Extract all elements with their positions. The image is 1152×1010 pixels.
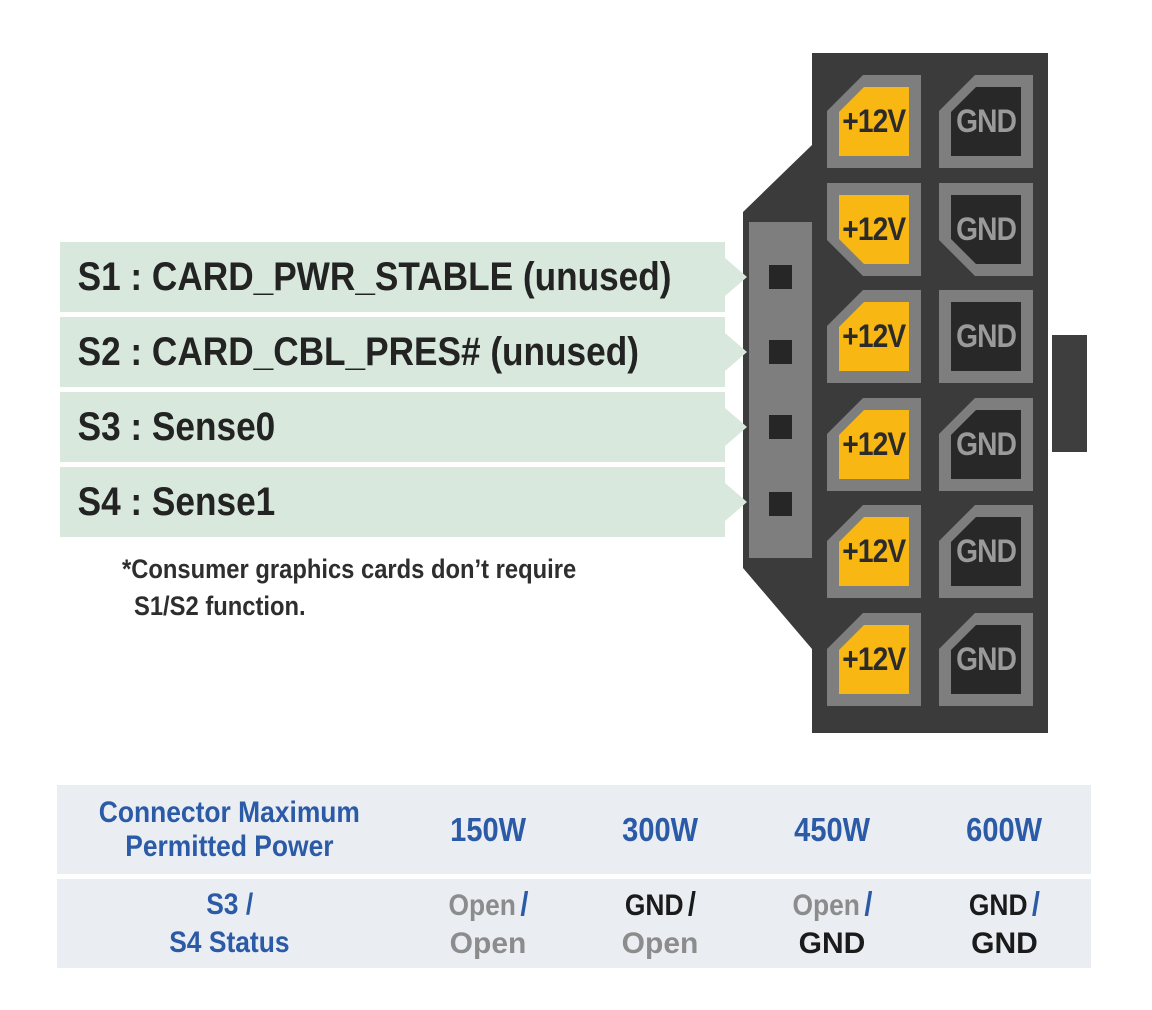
pin-r4-12v: +12V xyxy=(827,398,921,491)
pin-label: +12V xyxy=(842,103,906,139)
pin-label: GND xyxy=(956,103,1017,139)
pin-label: GND xyxy=(956,641,1017,677)
pin-cavity: +12V xyxy=(827,505,921,598)
power-table-status-row: S3 / S4 Status Open/ Open GND/ Open Open… xyxy=(57,879,1091,968)
pin-label: GND xyxy=(956,211,1016,247)
status-label-line1: S3 / xyxy=(206,887,253,921)
header-connector-max-power: Connector Maximum Permitted Power xyxy=(57,796,402,864)
pin-cavity: +12V xyxy=(827,290,921,383)
header-300w: 300W xyxy=(622,810,698,848)
pin-r5-12v: +12V xyxy=(827,505,921,598)
status-cell-450w: Open/ GND xyxy=(792,884,872,960)
pin-r3-12v: +12V xyxy=(827,290,921,383)
pin-label: GND xyxy=(956,533,1017,569)
pin-label: GND xyxy=(956,318,1017,354)
sense-label-s1: S1 : CARD_PWR_STABLE (unused) xyxy=(60,242,747,312)
sense-pin-s1 xyxy=(769,265,792,289)
sense-pin-s3 xyxy=(769,415,792,439)
pin-cavity: GND xyxy=(939,398,1033,491)
pin-r6-gnd: GND xyxy=(939,613,1033,706)
pin-label: +12V xyxy=(842,641,906,677)
pin-label: +12V xyxy=(842,533,906,569)
sense-label-s3: S3 : Sense0 xyxy=(60,392,747,462)
pin-r2-gnd: GND xyxy=(939,183,1033,276)
pin-cavity: GND xyxy=(939,75,1033,168)
pin-label: +12V xyxy=(842,426,906,462)
pin-cavity: GND xyxy=(939,183,1033,276)
sense-pin-s2 xyxy=(769,340,792,364)
sense-label-s2: S2 : CARD_CBL_PRES# (unused) xyxy=(60,317,747,387)
status-cell-600w: GND/ GND xyxy=(968,884,1041,960)
pin-cavity: GND xyxy=(939,290,1033,383)
latch-tab xyxy=(1052,335,1087,452)
footnote-line1: *Consumer graphics cards don’t require xyxy=(122,554,577,584)
status-cell-300w: GND/ Open xyxy=(621,884,699,960)
pin-cavity: +12V xyxy=(827,75,921,168)
header-line1: Connector Maximum xyxy=(98,795,361,829)
pin-r2-12v: +12V xyxy=(827,183,921,276)
pin-cavity: +12V xyxy=(827,398,921,491)
status-row-label: S3 / S4 Status xyxy=(57,886,402,962)
pin-label: GND xyxy=(956,426,1017,462)
header-line2: Permitted Power xyxy=(125,829,334,863)
header-600w: 600W xyxy=(966,810,1043,848)
pin-r1-12v: +12V xyxy=(827,75,921,168)
header-450w: 450W xyxy=(794,810,870,848)
sense-pin-s4 xyxy=(769,492,792,516)
pin-r4-gnd: GND xyxy=(939,398,1033,491)
pin-r5-gnd: GND xyxy=(939,505,1033,598)
pin-r6-12v: +12V xyxy=(827,613,921,706)
sense-label-text: S3 : Sense0 xyxy=(77,405,276,449)
header-150w: 150W xyxy=(450,810,526,848)
footnote-line2: S1/S2 function. xyxy=(134,591,306,621)
pin-r3-gnd: GND xyxy=(939,290,1033,383)
sense-label-s4: S4 : Sense1 xyxy=(60,467,747,537)
pin-label: +12V xyxy=(842,318,906,354)
sense-pin-block xyxy=(749,222,812,558)
pin-r1-gnd: GND xyxy=(939,75,1033,168)
status-cell-150w: Open/ Open xyxy=(448,884,528,960)
pin-cavity: GND xyxy=(939,613,1033,706)
sense-label-text: S1 : CARD_PWR_STABLE (unused) xyxy=(77,255,672,299)
sense-label-text: S2 : CARD_CBL_PRES# (unused) xyxy=(77,330,639,374)
footnote: *Consumer graphics cards don’t require S… xyxy=(122,551,638,625)
pin-label: +12V xyxy=(842,211,906,247)
sense-label-text: S4 : Sense1 xyxy=(77,480,276,524)
pin-cavity: +12V xyxy=(827,613,921,706)
status-label-line2: S4 Status xyxy=(169,925,290,959)
pin-cavity: GND xyxy=(939,505,1033,598)
pin-cavity: +12V xyxy=(827,183,921,276)
power-table-header-row: Connector Maximum Permitted Power 150W 3… xyxy=(57,785,1091,874)
